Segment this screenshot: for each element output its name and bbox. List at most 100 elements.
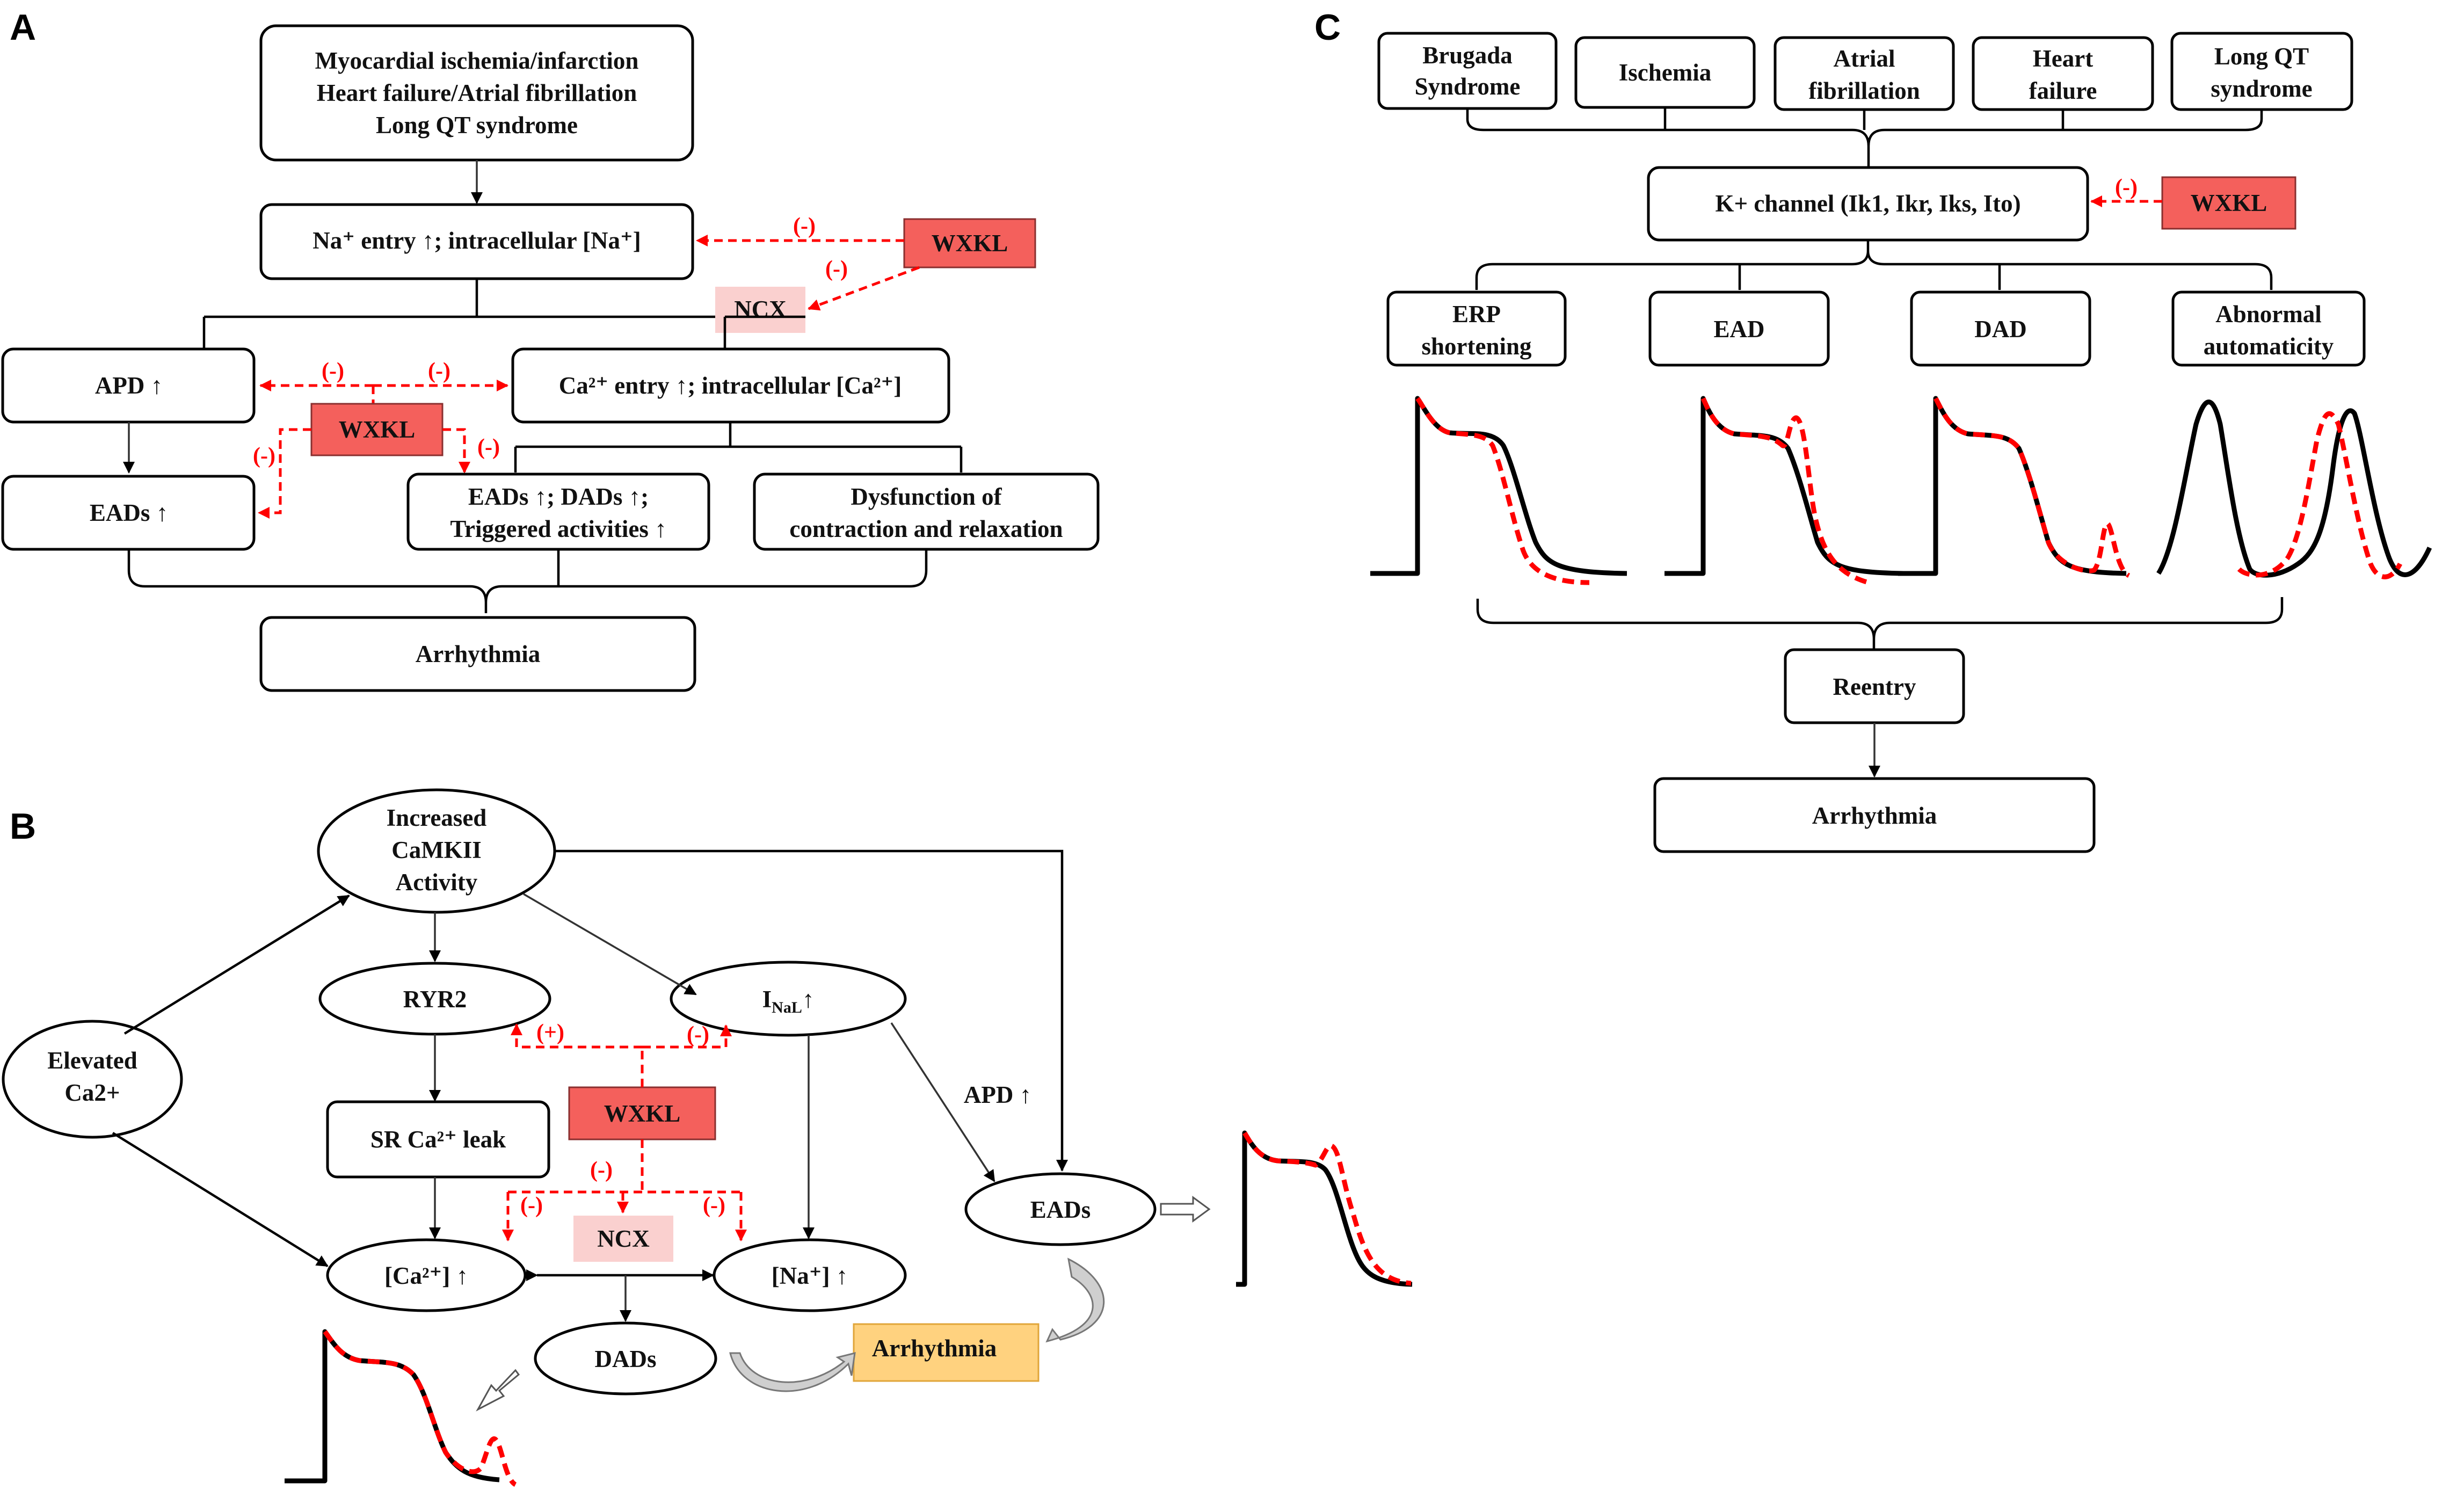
- hf-line-2: failure: [2029, 77, 2097, 104]
- arrhythmia-label-b: Arrhythmia: [872, 1335, 997, 1362]
- erp-box: [1386, 290, 1567, 367]
- branch-na-split: [202, 279, 805, 348]
- outline-arrow-eads-to-trace: [1160, 1196, 1211, 1223]
- dysfunction-line-2: contraction and relaxation: [789, 515, 1063, 542]
- ca-entry-label: Ca²⁺ entry ↑; intracellular [Ca²⁺]: [559, 372, 902, 399]
- arrhythmia-box-a: [259, 616, 696, 692]
- inhibit-arrow-wxkl-eads: [258, 428, 311, 519]
- inal-label: INaL↑: [762, 986, 815, 1016]
- panel-c: C Brugada Syndrome Ischemia Atrial fibri…: [1314, 7, 2432, 853]
- arrow-elevated-to-camkii: [123, 895, 350, 1035]
- inhibit-mark-k: (-): [2115, 175, 2138, 200]
- wxkl-box-a: [903, 218, 1036, 268]
- af-line-1: Atrial: [1834, 45, 1895, 72]
- inal-node: [670, 961, 907, 1037]
- panel-a-label: A: [10, 7, 36, 48]
- ischemia-label: Ischemia: [1619, 59, 1712, 86]
- wxkl-label-a: WXKL: [932, 230, 1008, 257]
- apd-label-a: APD ↑: [95, 372, 163, 399]
- eads-label-a: EADs ↑: [90, 499, 168, 526]
- panel-c-label: C: [1314, 7, 1341, 48]
- ap-trace-dads-baseline: [285, 1329, 500, 1484]
- bracket-conditions-to-k: [1466, 107, 2263, 168]
- bracket-to-arrhythmia-a: [127, 549, 928, 613]
- ncx-box-a: [715, 287, 805, 333]
- elevated-line-1: Elevated: [47, 1047, 137, 1074]
- outline-arrow-dads-to-trace: [476, 1369, 520, 1412]
- panel-b: B Increased CaMKII Activity Elevated Ca2…: [2, 788, 1413, 1487]
- inhibit-arrow-wxkl-triggered: [442, 428, 470, 474]
- ead-box-c: [1648, 290, 1830, 367]
- inhibit-mark-apd: (-): [322, 359, 344, 383]
- arrhythmia-box-c: [1653, 777, 2096, 853]
- arrow-inal-to-eads: [890, 1022, 995, 1182]
- arrow-elevated-to-ca-i: [112, 1132, 329, 1267]
- inal-arrow: ↑: [802, 986, 815, 1013]
- abnormal-box: [2171, 290, 2366, 367]
- eads-node-b: [964, 1172, 1157, 1246]
- dads-node: [534, 1321, 717, 1395]
- lqt-line-1: Long QT: [2214, 43, 2309, 70]
- inhibit-mark-inal: (-): [687, 1022, 709, 1047]
- na-entry-label: Na⁺ entry ↑; intracellular [Na⁺]: [312, 227, 641, 254]
- eads-label-b: EADs: [1030, 1196, 1091, 1223]
- wxkl-box-c: [2161, 176, 2296, 230]
- wxkl-label-b: WXKL: [604, 1100, 681, 1127]
- conditions-line-2: Heart failure/Atrial fibrillation: [317, 79, 637, 106]
- panel-b-label: B: [10, 806, 36, 847]
- arrhythmia-label-a: Arrhythmia: [416, 641, 540, 667]
- camkii-line-1: Increased: [387, 804, 487, 831]
- ap-trace-automaticity-baseline: [2156, 399, 2432, 578]
- na-i-label: [Na⁺] ↑: [772, 1262, 848, 1289]
- wxkl-box-b: [568, 1086, 716, 1140]
- ap-trace-ead-baseline: [1665, 396, 1904, 576]
- inhibit-arrow-wxkl-ncx: [808, 266, 920, 311]
- wxkl-label-a2: WXKL: [339, 416, 416, 443]
- k-channel-label: K+ channel (Ik1, Ikr, Iks, Ito): [1715, 190, 2020, 217]
- ap-trace-eads-dashed: [1242, 1131, 1412, 1286]
- reentry-label: Reentry: [1833, 673, 1916, 700]
- hf-line-1: Heart: [2033, 45, 2093, 72]
- inhibit-mark-ncx: (-): [590, 1158, 613, 1182]
- ap-trace-dad-baseline: [1898, 396, 2127, 576]
- bracket-traces-to-reentry: [1476, 597, 2284, 650]
- dysfunction-line-1: Dysfunction of: [851, 483, 1002, 510]
- ap-trace-erp-baseline: [1370, 396, 1627, 576]
- ead-label-c: EAD: [1713, 316, 1764, 343]
- camkii-line-2: CaMKII: [391, 837, 482, 863]
- bracket-k-to-mechanisms: [1475, 240, 2273, 290]
- curved-arrow-eads-to-arrhythmia: [1045, 1258, 1105, 1343]
- eads-dads-line-2: Triggered activities ↑: [450, 515, 666, 542]
- ca-i-label: [Ca²⁺] ↑: [384, 1262, 468, 1289]
- ca-i-node: [326, 1238, 527, 1312]
- wxkl-label-c: WXKL: [2191, 190, 2267, 216]
- abnormal-line-2: automaticity: [2204, 333, 2334, 360]
- af-line-2: fibrillation: [1808, 77, 1920, 104]
- elevated-line-2: Ca2+: [64, 1079, 120, 1106]
- curved-arrow-dads-to-arrhythmia: [729, 1352, 856, 1392]
- brugada-line-2: Syndrome: [1415, 73, 1521, 100]
- branch-ca-split: [514, 422, 963, 473]
- ncx-label-a: NCX: [734, 296, 787, 323]
- ap-trace-erp-dashed: [1415, 397, 1590, 585]
- arrow-camkii-to-inal: [523, 893, 697, 995]
- wxkl-box-a2: [310, 403, 444, 456]
- erp-line-2: shortening: [1421, 333, 1532, 360]
- inhibit-mark-eads: (-): [253, 444, 275, 468]
- inal-sub: NaL: [772, 999, 802, 1016]
- panel-a: A Myocardial ischemia/infarction Heart f…: [1, 7, 1100, 692]
- conditions-line-1: Myocardial ischemia/infarction: [315, 47, 639, 74]
- arrhythmia-label-c: Arrhythmia: [1812, 802, 1937, 829]
- apd-label-b: APD ↑: [964, 1081, 1031, 1108]
- inhibit-mark-triggered: (-): [477, 435, 500, 460]
- inal-main: I: [762, 986, 772, 1013]
- ncx-box-b: [573, 1216, 673, 1262]
- ap-trace-ead-dashed: [1700, 397, 1870, 585]
- sr-leak-box: [326, 1100, 550, 1179]
- ap-trace-dads-dashed: [323, 1330, 517, 1487]
- ryr2-label: RYR2: [403, 986, 467, 1013]
- abnormal-line-1: Abnormal: [2215, 301, 2322, 328]
- dads-label: DADs: [594, 1346, 656, 1372]
- inhibit-arrow-inal: [642, 1024, 732, 1049]
